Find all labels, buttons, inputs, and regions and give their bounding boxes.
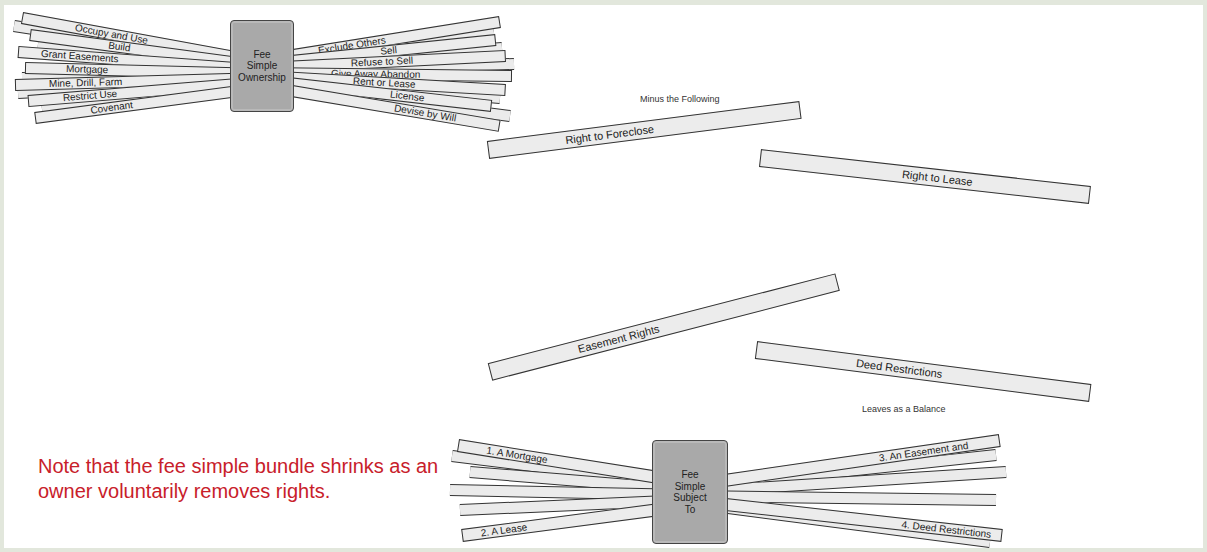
right-stick: Easement Rights bbox=[488, 273, 840, 380]
right-stick: Right to Lease bbox=[759, 149, 1091, 204]
stick-label: Right to Foreclose bbox=[565, 123, 655, 146]
section-label: Leaves as a Balance bbox=[862, 404, 1022, 415]
band-label: Fee Simple Subject To bbox=[671, 469, 709, 515]
stick-label: 3. An Easement and bbox=[878, 439, 969, 463]
right-stick: Deed Restrictions bbox=[755, 341, 1091, 402]
stick-label: 4. Deed Restrictions bbox=[901, 518, 992, 539]
stick-label: Covenant bbox=[90, 99, 134, 116]
stick-label: Mortgage bbox=[66, 63, 109, 75]
panel-background bbox=[4, 5, 1203, 548]
note-text: Note that the fee simple bundle shrinks … bbox=[38, 454, 458, 504]
stick-label: Mine, Drill, Farm bbox=[49, 76, 123, 89]
stick-label: Build bbox=[108, 40, 132, 54]
binding-band: Fee Simple Ownership bbox=[230, 20, 294, 112]
stick-label: 1. A Mortgage bbox=[486, 444, 549, 465]
right-stick: Right to Foreclose bbox=[487, 101, 801, 159]
filler-sticks bbox=[14, 26, 1006, 542]
stick-label: 2. A Lease bbox=[480, 521, 528, 538]
right-stick: 3. An Easement and bbox=[689, 434, 1001, 492]
stick-label: Right to Lease bbox=[901, 168, 973, 188]
stick-label: Deed Restrictions bbox=[855, 357, 943, 380]
stick-label: Easement Rights bbox=[577, 322, 661, 355]
stick-label: Refuse to Sell bbox=[351, 55, 414, 69]
right-stick: 4. Deed Restrictions bbox=[689, 494, 1002, 542]
band-label: Fee Simple Ownership bbox=[238, 49, 286, 84]
stick-label: Restrict Use bbox=[62, 88, 117, 103]
binding-band: Fee Simple Subject To bbox=[652, 440, 728, 544]
